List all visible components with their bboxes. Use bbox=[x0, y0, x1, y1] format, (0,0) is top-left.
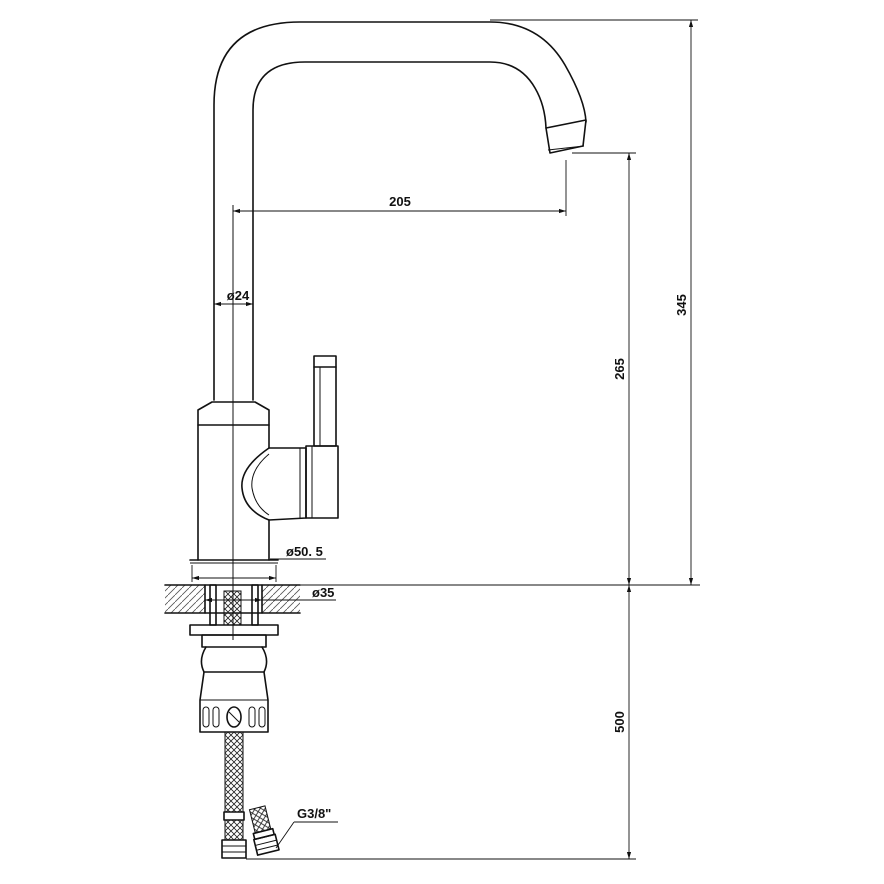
label-total-height: 345 bbox=[674, 294, 689, 316]
flex-hose bbox=[221, 731, 247, 859]
dimension-base-diameter: ø50. 5 bbox=[191, 544, 326, 582]
dimension-spout-height: 265 bbox=[300, 152, 700, 586]
label-thread: G3/8" bbox=[297, 806, 331, 821]
dimension-reach: 205 bbox=[233, 160, 567, 216]
label-spout-height: 265 bbox=[612, 358, 627, 380]
label-tube-diameter: ø24 bbox=[227, 288, 250, 303]
mixer-body bbox=[197, 401, 307, 561]
dimension-hose-length: 500 bbox=[246, 585, 636, 860]
base-plate bbox=[189, 559, 279, 564]
label-reach: 205 bbox=[389, 194, 411, 209]
mounting-nut bbox=[189, 624, 279, 733]
second-hose-fitting bbox=[248, 805, 280, 856]
dimension-hole-diameter: ø35 bbox=[205, 585, 336, 603]
spout bbox=[213, 21, 587, 401]
dimension-total-height: 345 bbox=[490, 19, 698, 585]
label-base-diameter: ø50. 5 bbox=[286, 544, 323, 559]
label-hole-diameter: ø35 bbox=[312, 585, 334, 600]
dimension-tube-diameter: ø24 bbox=[214, 288, 253, 307]
thread-callout: G3/8" bbox=[275, 806, 338, 849]
lever-handle bbox=[305, 355, 339, 519]
label-hose-length: 500 bbox=[612, 711, 627, 733]
